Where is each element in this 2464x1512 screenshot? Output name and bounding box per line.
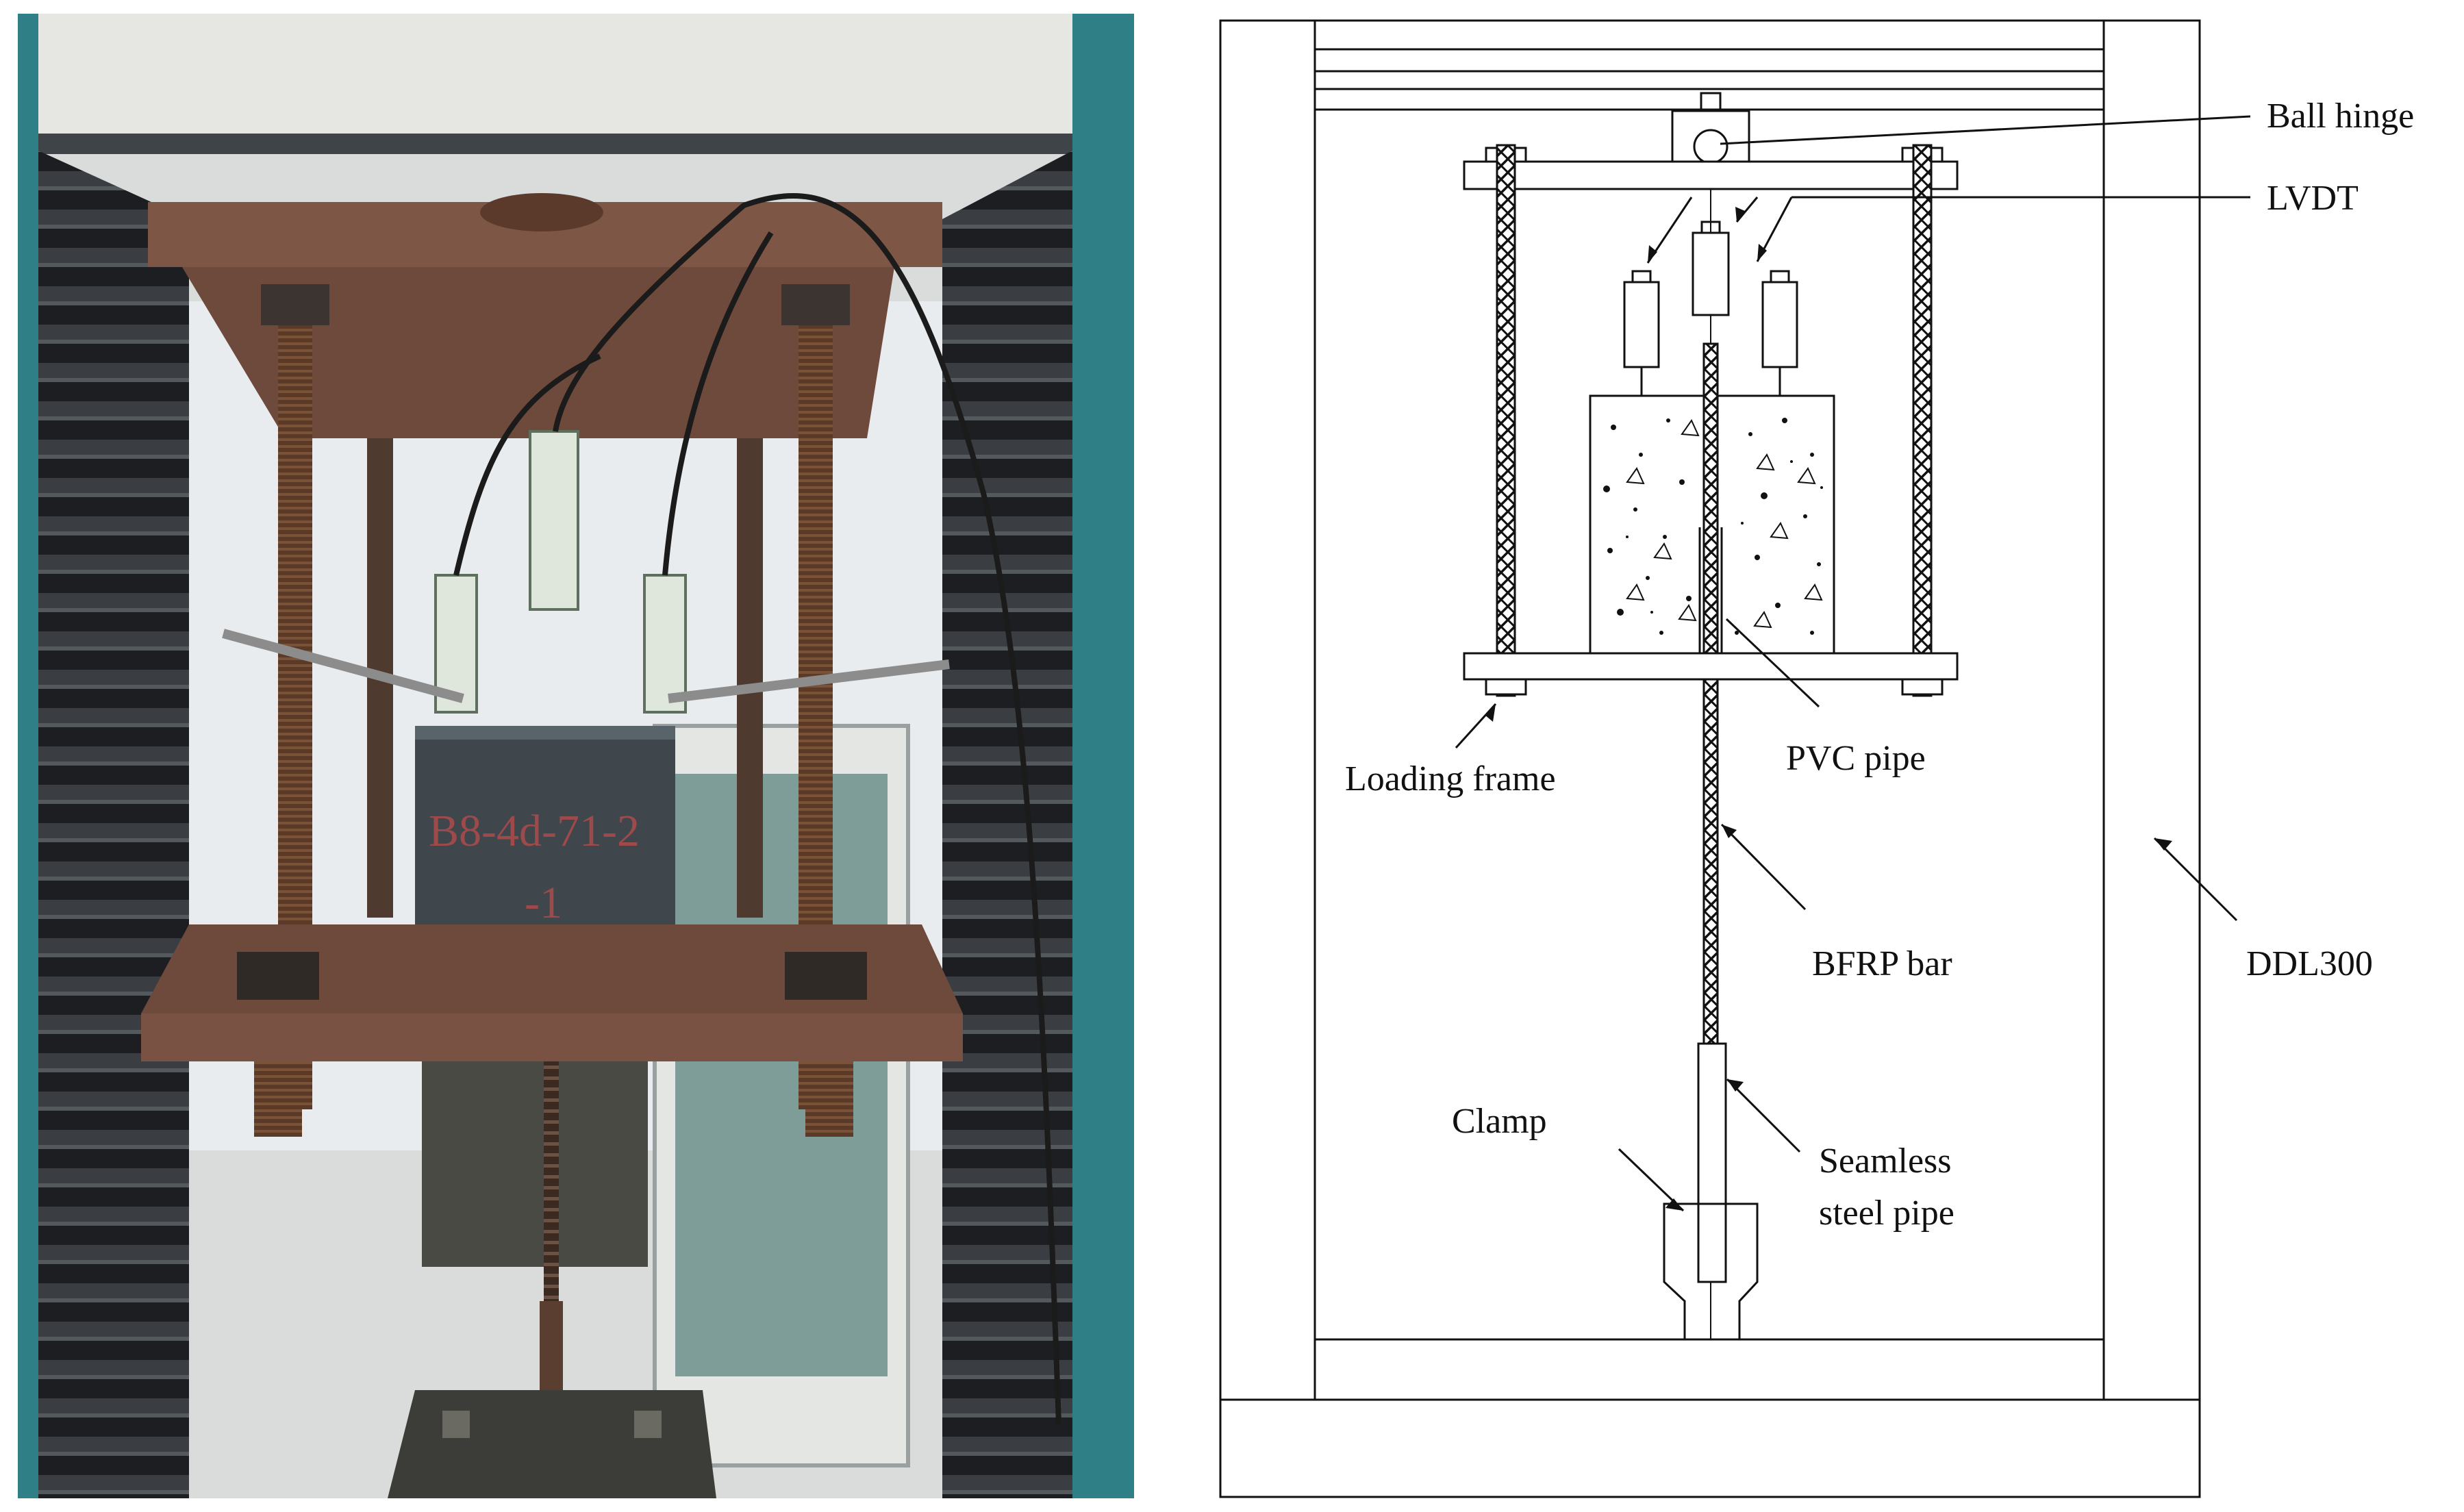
rod-stub-right	[805, 1061, 853, 1137]
bottom-steel-plate	[141, 924, 963, 1013]
crosshead-shadow	[18, 134, 1134, 154]
lvdt-sensor-center	[529, 430, 579, 611]
test-setup-photo: B8-4d-71-2 -1	[18, 14, 1134, 1498]
lvdt-center-body	[1692, 231, 1730, 316]
arrowheads	[1485, 207, 2172, 1211]
clamp-outline	[1663, 1202, 1759, 1341]
bottom-nut-left	[1485, 678, 1527, 696]
threaded-rod-left	[1496, 144, 1516, 697]
machine-outer-frame	[1219, 19, 2201, 1498]
label-bfrp-bar: BFRP bar	[1812, 944, 1952, 983]
label-ball-hinge: Ball hinge	[2267, 97, 2414, 136]
cabinet-glass	[675, 774, 888, 1376]
label-seamless-line1: Seamless	[1819, 1142, 1952, 1181]
louver-shield-left	[38, 151, 189, 1498]
clamp-slot-right	[634, 1411, 662, 1438]
bfrp-bar	[544, 1061, 559, 1376]
clamp-block	[388, 1390, 716, 1498]
nut-bottom-right	[785, 952, 867, 1000]
seamless-steel-pipe	[1697, 1042, 1727, 1283]
nut-bottom-left	[237, 952, 319, 1000]
bottom-loading-plate	[1463, 652, 1959, 681]
lvdt-left-cap	[1631, 270, 1652, 284]
specimen-marking-line2: -1	[525, 878, 562, 928]
label-pvc-pipe: PVC pipe	[1786, 739, 1926, 778]
lvdt-left-body	[1623, 281, 1660, 368]
concrete-aggregate-dots	[1603, 418, 1823, 635]
lvdt-center-cap	[1700, 220, 1721, 234]
ball-hinge-seat	[480, 193, 603, 231]
label-lvdt: LVDT	[2267, 179, 2359, 218]
top-loading-plate	[1463, 160, 1959, 190]
lvdt-sensor-right	[643, 574, 687, 714]
bottom-nut-right	[1901, 678, 1944, 696]
nut-top-left	[261, 284, 329, 325]
sensor-cables	[453, 192, 1061, 1425]
rod-stub-left	[254, 1061, 302, 1137]
leader-lines	[1455, 115, 2251, 1212]
machine-crosshead	[18, 14, 1134, 140]
teal-column-left	[18, 14, 38, 1498]
bottom-plate-front	[141, 1013, 963, 1061]
louver-shield-right	[942, 151, 1072, 1498]
shelf-clutter	[422, 1061, 648, 1267]
test-setup-schematic: Ball hinge LVDT Loading frame PVC pipe B…	[1219, 19, 2414, 1498]
label-ddl300: DDL300	[2246, 944, 2373, 983]
ball-hinge-stem	[1700, 92, 1722, 112]
label-seamless-line2: steel pipe	[1819, 1194, 1954, 1233]
lvdt-right-cap	[1770, 270, 1790, 284]
label-loading-frame: Loading frame	[1345, 759, 1556, 798]
magnetic-stand-arms	[222, 629, 950, 703]
specimen-top-face	[415, 726, 675, 740]
nut-top-right	[781, 284, 850, 325]
label-clamp: Clamp	[1452, 1102, 1547, 1141]
threaded-rod-back-right	[737, 438, 763, 918]
bfrp-bar-schematic	[1702, 342, 1719, 1049]
lvdt-right-body	[1761, 281, 1798, 368]
specimen-marking-line1: B8-4d-71-2	[429, 806, 640, 856]
threaded-rod-right	[1912, 144, 1933, 697]
clamp-slot	[442, 1411, 470, 1438]
teal-column-right	[1072, 14, 1134, 1498]
concrete-aggregate-triangles	[1626, 418, 1823, 629]
